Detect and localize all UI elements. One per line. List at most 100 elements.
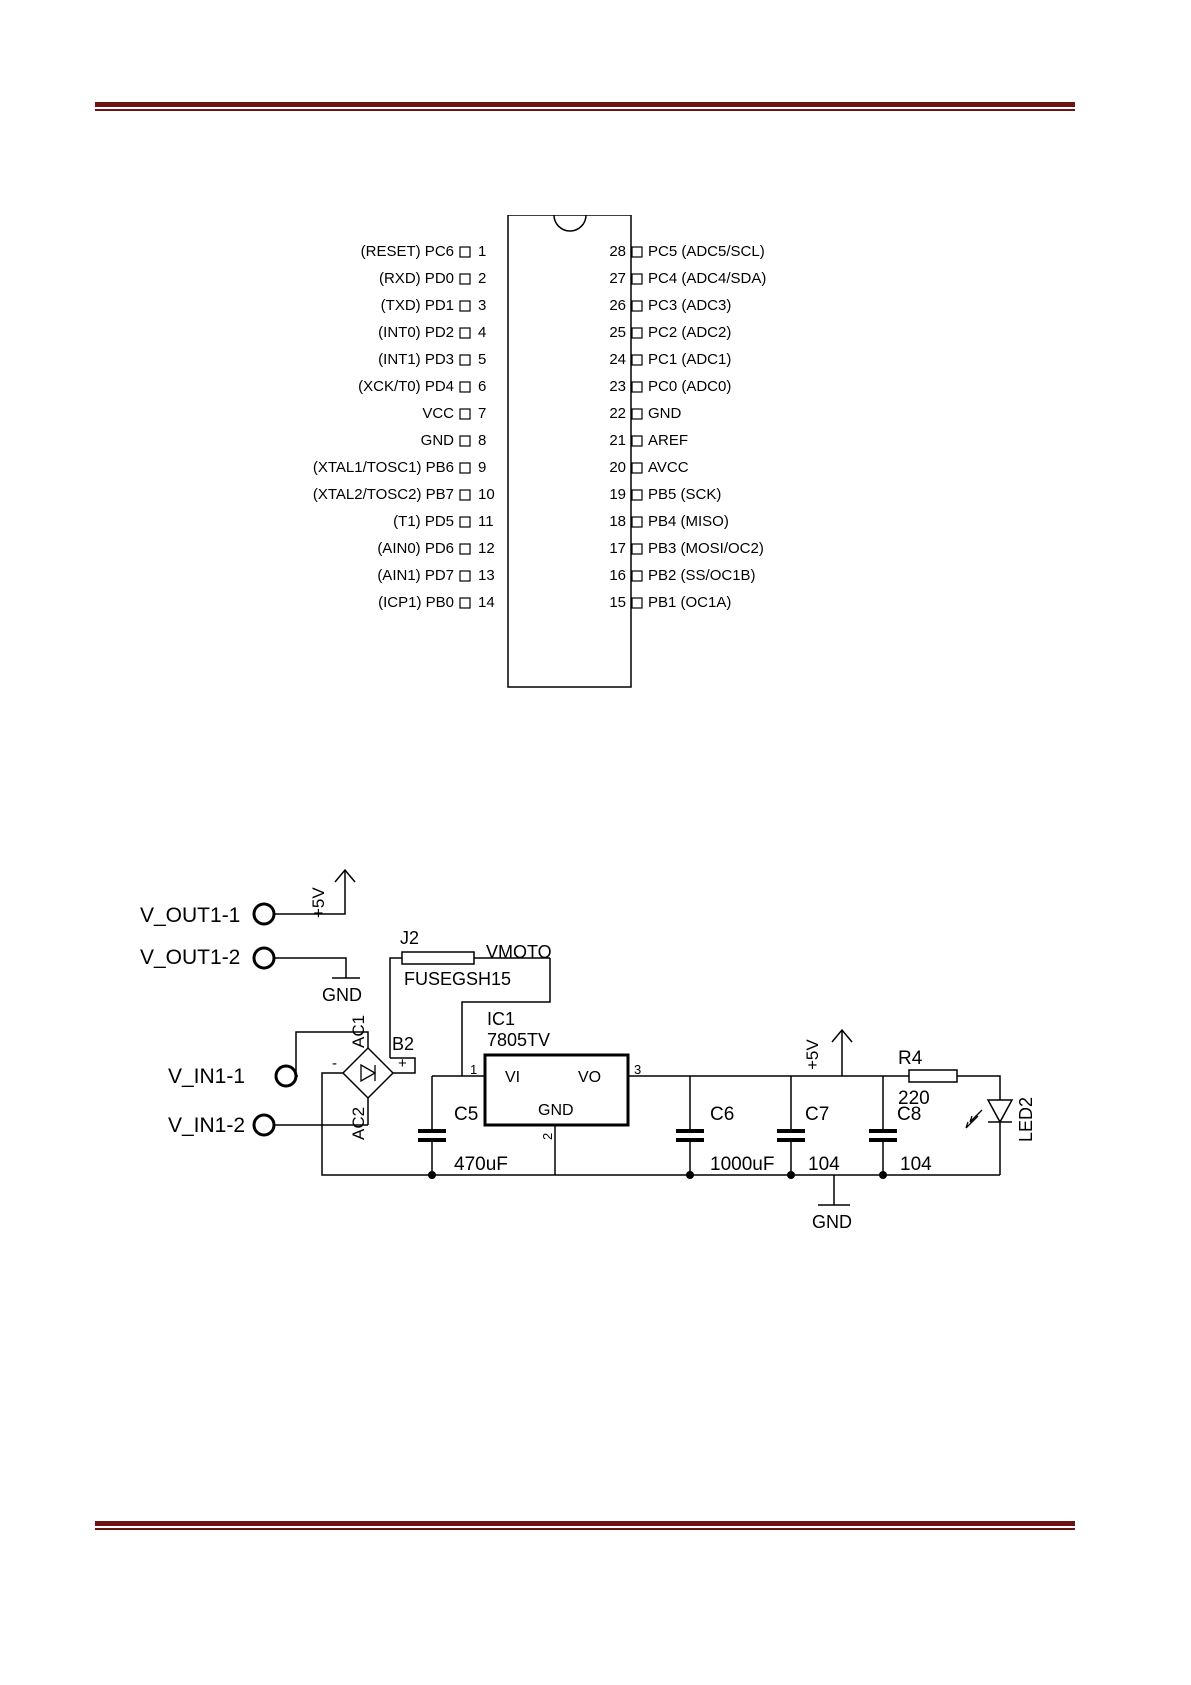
pin-number-right: 24 xyxy=(609,351,626,368)
pin-label-left: (TXD) PD1 xyxy=(381,297,454,314)
pin-number-right: 28 xyxy=(609,243,626,260)
pin-label-right: PC2 (ADC2) xyxy=(648,324,731,341)
connector-label-vin1: V_IN1-1 xyxy=(168,1065,245,1088)
connector-vout2 xyxy=(252,946,276,970)
pin-pad-left xyxy=(459,462,471,474)
pin-pad-left xyxy=(459,570,471,582)
footer-rule xyxy=(95,1521,1075,1530)
connector-label-vin2: V_IN1-2 xyxy=(168,1114,245,1137)
pin-label-left: (RXD) PD0 xyxy=(379,270,454,287)
bridge-plus: + xyxy=(398,1055,407,1072)
pin-label-left: (XTAL1/TOSC1) PB6 xyxy=(313,459,454,476)
pin-number-right: 26 xyxy=(609,297,626,314)
pin-number-right: 15 xyxy=(609,594,626,611)
pin-pad-right xyxy=(631,516,643,528)
pin-pad-left xyxy=(459,354,471,366)
pin-pad-right xyxy=(631,381,643,393)
ic-body xyxy=(507,215,632,688)
regulator-pin2: 2 xyxy=(540,1133,555,1140)
pin-label-left: (XTAL2/TOSC2) PB7 xyxy=(313,486,454,503)
ic-notch xyxy=(553,215,587,232)
pin-label-left: VCC xyxy=(422,405,454,422)
pin-number-right: 18 xyxy=(609,513,626,530)
pin-number-left: 12 xyxy=(478,540,495,557)
led-emission-arrows xyxy=(965,1109,983,1129)
fuse-ref: J2 xyxy=(400,928,419,948)
pin-label-right: PB5 (SCK) xyxy=(648,486,721,503)
pin-pad-right xyxy=(631,543,643,555)
pin-label-right: PC4 (ADC4/SDA) xyxy=(648,270,766,287)
connector-vin2 xyxy=(252,1113,276,1137)
fuse-value: FUSEGSH15 xyxy=(404,969,511,989)
pin-label-right: PB2 (SS/OC1B) xyxy=(648,567,756,584)
connector-label-vout1: V_OUT1-1 xyxy=(140,904,240,927)
pin-number-right: 22 xyxy=(609,405,626,422)
gnd-label-top: GND xyxy=(322,985,362,1005)
junction-c5 xyxy=(428,1171,436,1179)
connector-vin1 xyxy=(274,1064,298,1088)
bridge-rectifier xyxy=(341,1046,395,1100)
regulator-part: 7805TV xyxy=(487,1030,550,1050)
bridge-ref: B2 xyxy=(392,1034,414,1054)
pin-pad-left xyxy=(459,489,471,501)
pin-number-right: 25 xyxy=(609,324,626,341)
pin-label-right: GND xyxy=(648,405,682,422)
pin-number-left: 6 xyxy=(478,378,486,395)
pin-number-left: 5 xyxy=(478,351,486,368)
pin-label-left: (XCK/T0) PD4 xyxy=(358,378,454,395)
regulator-vo: VO xyxy=(578,1069,601,1086)
pin-pad-right xyxy=(631,462,643,474)
pin-label-right: AVCC xyxy=(648,459,689,476)
pin-pad-left xyxy=(459,273,471,285)
pin-label-left: GND xyxy=(421,432,455,449)
pin-label-right: PC5 (ADC5/SCL) xyxy=(648,243,765,260)
pin-pad-right xyxy=(631,408,643,420)
c7-ref: C7 xyxy=(805,1104,829,1125)
pin-pad-left xyxy=(459,435,471,447)
connector-vout1 xyxy=(252,902,276,926)
header-rule xyxy=(95,102,1075,111)
pin-number-left: 2 xyxy=(478,270,486,287)
c8-ref: C8 xyxy=(897,1104,921,1125)
pin-pad-right xyxy=(631,327,643,339)
bridge-ac2: AC2 xyxy=(349,1107,368,1140)
pin-pad-left xyxy=(459,408,471,420)
pin-label-right: PC0 (ADC0) xyxy=(648,378,731,395)
pin-label-left: (ICP1) PB0 xyxy=(378,594,454,611)
c5-value: 470uF xyxy=(454,1154,508,1175)
regulator-ref: IC1 xyxy=(487,1009,515,1029)
led-symbol xyxy=(986,1099,1014,1124)
c6-ref: C6 xyxy=(710,1104,734,1125)
pin-pad-right xyxy=(631,273,643,285)
pin-pad-left xyxy=(459,327,471,339)
pin-label-left: (AIN0) PD6 xyxy=(377,540,454,557)
pin-pad-left xyxy=(459,300,471,312)
pin-pad-left xyxy=(459,246,471,258)
regulator-vi: VI xyxy=(505,1069,520,1086)
pin-pad-left xyxy=(459,597,471,609)
regulator-pin1: 1 xyxy=(470,1062,477,1077)
junction-c8 xyxy=(879,1171,887,1179)
pin-number-right: 20 xyxy=(609,459,626,476)
pin-pad-right xyxy=(631,570,643,582)
pin-pad-left xyxy=(459,543,471,555)
supply-label-5v-out: +5V xyxy=(803,1039,822,1070)
pin-number-left: 13 xyxy=(478,567,495,584)
pin-label-right: PB3 (MOSI/OC2) xyxy=(648,540,764,557)
pin-number-left: 3 xyxy=(478,297,486,314)
pin-pad-right xyxy=(631,435,643,447)
fuse-body xyxy=(401,951,475,965)
pin-number-right: 23 xyxy=(609,378,626,395)
pin-pad-right xyxy=(631,246,643,258)
pin-number-right: 27 xyxy=(609,270,626,287)
pin-label-left: (INT1) PD3 xyxy=(378,351,454,368)
regulator-pin3: 3 xyxy=(634,1062,641,1077)
gnd-label-bottom: GND xyxy=(812,1212,852,1230)
pin-label-right: PB4 (MISO) xyxy=(648,513,729,530)
pin-number-left: 8 xyxy=(478,432,486,449)
pin-label-left: (AIN1) PD7 xyxy=(377,567,454,584)
pin-number-right: 16 xyxy=(609,567,626,584)
regulator-gnd: GND xyxy=(538,1102,574,1119)
r4-value: 220 xyxy=(898,1088,930,1109)
